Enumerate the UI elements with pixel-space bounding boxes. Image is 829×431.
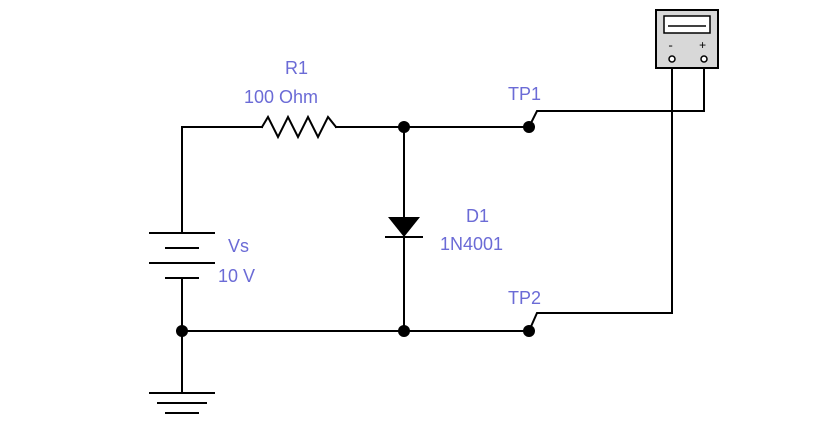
tp2-label: TP2 [508, 288, 541, 308]
resistor-r1 [260, 114, 338, 140]
multimeter-pos-terminal[interactable] [700, 55, 708, 63]
wire-battery-to-resistor [181, 126, 263, 234]
node-top-junction [398, 121, 410, 133]
source-ref-label: Vs [228, 236, 249, 256]
source-value-label: 10 V [218, 266, 255, 286]
multimeter-display [663, 15, 711, 34]
resistor-ref-label: R1 [285, 58, 308, 78]
multimeter-neg-terminal[interactable] [668, 55, 676, 63]
multimeter-neg-symbol: - [667, 39, 674, 53]
meter-lead-tp2 [527, 67, 673, 333]
diode-value-label: 1N4001 [440, 234, 503, 254]
diode-ref-label: D1 [466, 206, 489, 226]
node-bottom-junction [398, 325, 410, 337]
diode-d1 [388, 217, 420, 237]
tp1-label: TP1 [508, 84, 541, 104]
resistor-value-label: 100 Ohm [244, 87, 318, 107]
node-bottom-left [176, 325, 188, 337]
meter-lead-tp1 [527, 67, 705, 129]
multimeter-pos-symbol: + [699, 39, 706, 53]
